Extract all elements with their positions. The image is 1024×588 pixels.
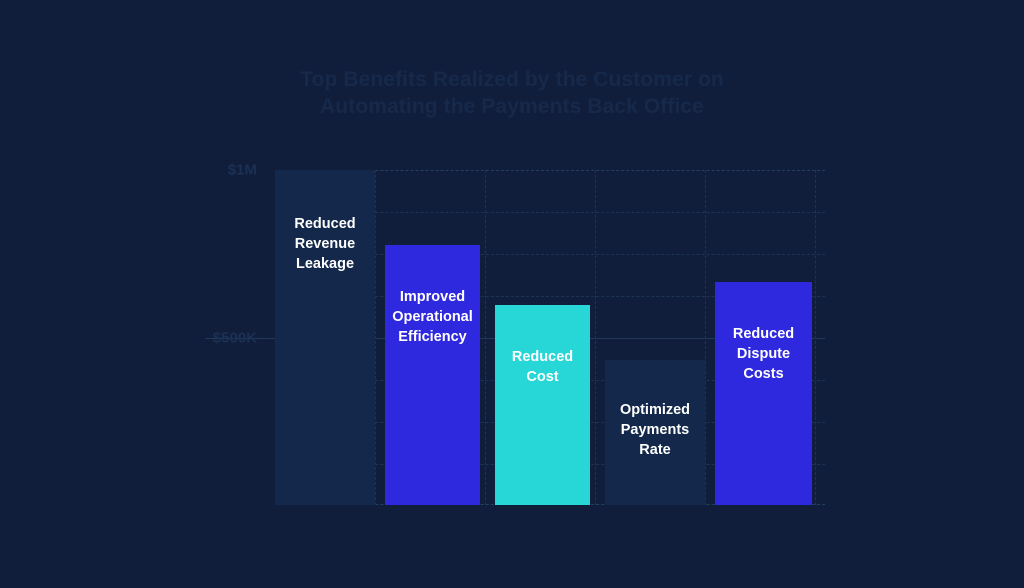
bar-reduced-revenue-leakage[interactable]: Reduced Revenue Leakage — [275, 170, 375, 505]
gridline-horizontal — [275, 254, 825, 255]
bar-label: Optimized Payments Rate — [619, 402, 691, 458]
gridline-vertical — [705, 170, 706, 505]
y-axis-tick-500k: $500K — [212, 329, 257, 347]
bar-reduced-dispute-costs[interactable]: Reduced Dispute Costs — [715, 282, 812, 505]
gridline-horizontal — [275, 170, 825, 171]
bar-label: Reduced Revenue Leakage — [294, 216, 356, 272]
chart-title: Top Benefits Realized by the Customer on… — [300, 68, 724, 118]
bar-label: Reduced Dispute Costs — [732, 326, 795, 382]
bar-optimized-payments-rate[interactable]: Optimized Payments Rate — [605, 360, 705, 505]
bar-reduced-cost[interactable]: Reduced Cost — [495, 305, 590, 505]
plot-area: $1M $500K Reduced Revenue Leakage Improv… — [205, 162, 825, 505]
y-axis-tick-1m: $1M — [227, 161, 257, 179]
gridline-vertical — [595, 170, 596, 505]
gridline-vertical — [375, 170, 376, 505]
gridline-horizontal — [275, 212, 825, 213]
bar-improved-operational-efficiency[interactable]: Improved Operational Efficiency — [385, 245, 480, 505]
gridline-vertical — [485, 170, 486, 505]
gridline-vertical — [815, 170, 816, 505]
gridline-horizontal — [275, 296, 825, 297]
bar-label: Improved Operational Efficiency — [392, 289, 473, 345]
bar-label: Reduced Cost — [511, 349, 574, 385]
